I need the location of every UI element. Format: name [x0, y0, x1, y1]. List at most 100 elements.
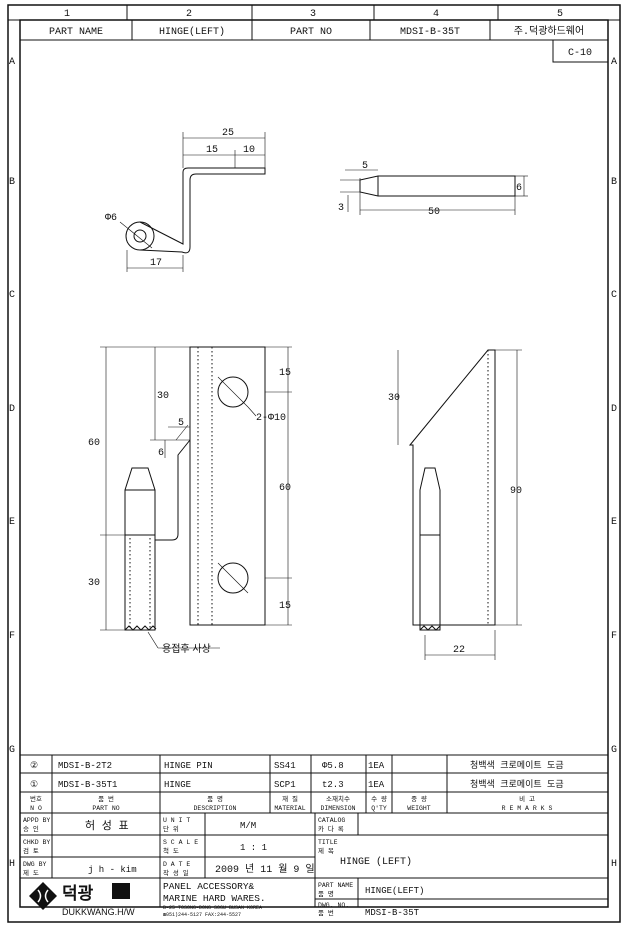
- bom-row-2-part-no: MDSI-B-2T2: [58, 761, 112, 771]
- part-name-value: HINGE(LEFT): [159, 26, 225, 38]
- grid-col-5: 5: [557, 9, 563, 20]
- catalog-ko: 카 다 록: [318, 824, 344, 833]
- hinge-side-view: [397, 349, 522, 660]
- logo-en: DUKKWANG.H/W: [62, 907, 135, 917]
- date-value: 2009 년 11 월 9 일: [215, 863, 315, 876]
- grid-row-f-right: F: [611, 631, 617, 642]
- hole-callout: 2-Φ10: [256, 413, 286, 424]
- grid-row-f: F: [9, 631, 15, 642]
- grid-col-2: 2: [186, 9, 192, 20]
- hinge-top-view: [119, 132, 266, 272]
- bom-row-1-material: SCP1: [274, 780, 296, 790]
- hdr-no: N O: [30, 805, 42, 812]
- grid-row-c-right: C: [611, 290, 617, 301]
- bom-row-2-remarks: 청백색 크로메이트 도금: [470, 760, 564, 771]
- bom-row-2-qty: 1EA: [368, 761, 385, 771]
- grid-row-h-right: H: [611, 859, 617, 870]
- grid-row-b-right: B: [611, 177, 617, 188]
- bom-row-1-no: ①: [30, 780, 38, 790]
- hdr-wt: WEIGHT: [407, 805, 431, 812]
- grid-row-d-right: D: [611, 404, 617, 415]
- unit-label: U N I T: [163, 817, 190, 824]
- dwg-value: j h - kim: [88, 865, 137, 875]
- dim-6: 6: [516, 183, 522, 194]
- dwg-label: DWG BY: [23, 861, 47, 868]
- appd-value: 허 성 표: [85, 819, 129, 833]
- part-no-value: MDSI-B-35T: [400, 27, 460, 38]
- bom-row-2-material: SS41: [274, 761, 296, 771]
- dn-ko: 품 번: [318, 908, 334, 917]
- hdr-no-ko: 번호: [30, 794, 42, 803]
- appd-ko: 승 인: [23, 824, 39, 833]
- bom-row-2-desc: HINGE PIN: [164, 761, 213, 771]
- dim-3: 3: [338, 203, 344, 214]
- pn-ko: 품 명: [318, 889, 334, 898]
- dim-50: 50: [428, 207, 440, 218]
- dim-22: 22: [453, 645, 465, 656]
- date-label: D A T E: [163, 861, 190, 868]
- grid-row-d: D: [9, 404, 15, 415]
- hdr-qty-ko: 수 량: [371, 795, 387, 803]
- dim-17: 17: [150, 258, 162, 269]
- scale-value: 1 : 1: [240, 843, 267, 853]
- dim-5-front: 5: [178, 418, 184, 429]
- grid-row-a: A: [9, 57, 15, 68]
- dim-phi6: Φ6: [105, 213, 117, 224]
- sheet-code: C-10: [568, 48, 592, 59]
- company-line-2: MARINE HARD WARES.: [163, 893, 266, 904]
- grid-row-a-right: A: [611, 57, 617, 68]
- logo-text: 덕광: [62, 884, 94, 903]
- hdr-mat: MATERIAL: [274, 805, 305, 812]
- chkd-ko: 검 토: [23, 847, 39, 855]
- grid-col-3: 3: [310, 9, 316, 20]
- part-no-label: PART NO: [290, 27, 332, 38]
- sheet-frame: [7, 4, 621, 923]
- grid-row-c: C: [9, 290, 15, 301]
- grid-row-e: E: [9, 517, 15, 528]
- bom-row-2-dimension: Φ5.8: [322, 761, 344, 771]
- grid-row-e-right: E: [611, 517, 617, 528]
- dim-15-bottom: 15: [279, 601, 291, 612]
- part-name-label: PART NAME: [49, 27, 103, 38]
- scale-ko: 척 도: [163, 847, 179, 855]
- dim-60-left: 60: [88, 438, 100, 449]
- chkd-label: CHKD BY: [23, 839, 50, 846]
- catalog-label: CATALOG: [318, 817, 345, 824]
- pn-value: HINGE(LEFT): [365, 886, 424, 896]
- hdr-mat-ko: 재 질: [282, 795, 298, 803]
- bom-row-1-dimension: t2.3: [322, 780, 344, 790]
- header-row: [20, 20, 609, 63]
- hdr-dim-ko: 소재치수: [326, 794, 350, 803]
- bom-row-1-desc: HINGE: [164, 780, 191, 790]
- dim-30-side: 30: [388, 393, 400, 404]
- dim-15-top: 15: [279, 368, 291, 379]
- title-value: HINGE (LEFT): [340, 856, 412, 868]
- dn-value: MDSI-B-35T: [365, 908, 420, 918]
- grid-row-b: B: [9, 177, 15, 188]
- grid-col-4: 4: [433, 9, 439, 20]
- hdr-part-ko: 품 번: [98, 794, 114, 803]
- title-label: TITLE: [318, 839, 338, 846]
- weld-note: 용접후 사상: [162, 643, 211, 655]
- scale-label: S C A L E: [163, 839, 198, 846]
- unit-ko: 단 위: [163, 824, 179, 833]
- dim-10: 10: [243, 145, 255, 156]
- grid-row-g: G: [9, 745, 15, 756]
- hdr-rem: R E M A R K S: [502, 805, 553, 812]
- company-logo: 덕광 DUKKWANG.H/W: [29, 882, 135, 917]
- bom-table-lines: [20, 754, 608, 907]
- grid-col-1: 1: [64, 9, 70, 20]
- title-ko: 제 목: [318, 847, 334, 855]
- hinge-front-view: [100, 346, 292, 649]
- dim-15: 15: [206, 145, 218, 156]
- dim-30-top: 30: [157, 391, 169, 402]
- hdr-rem-ko: 비 고: [519, 794, 535, 803]
- hdr-dim: DIMENSION: [320, 805, 355, 812]
- hinge-pin-view: [340, 169, 528, 215]
- hdr-wt-ko: 중 량: [411, 795, 427, 803]
- date-ko: 작 성 일: [163, 868, 189, 877]
- dwg-ko: 제 도: [23, 869, 39, 877]
- dim-60-right: 60: [279, 483, 291, 494]
